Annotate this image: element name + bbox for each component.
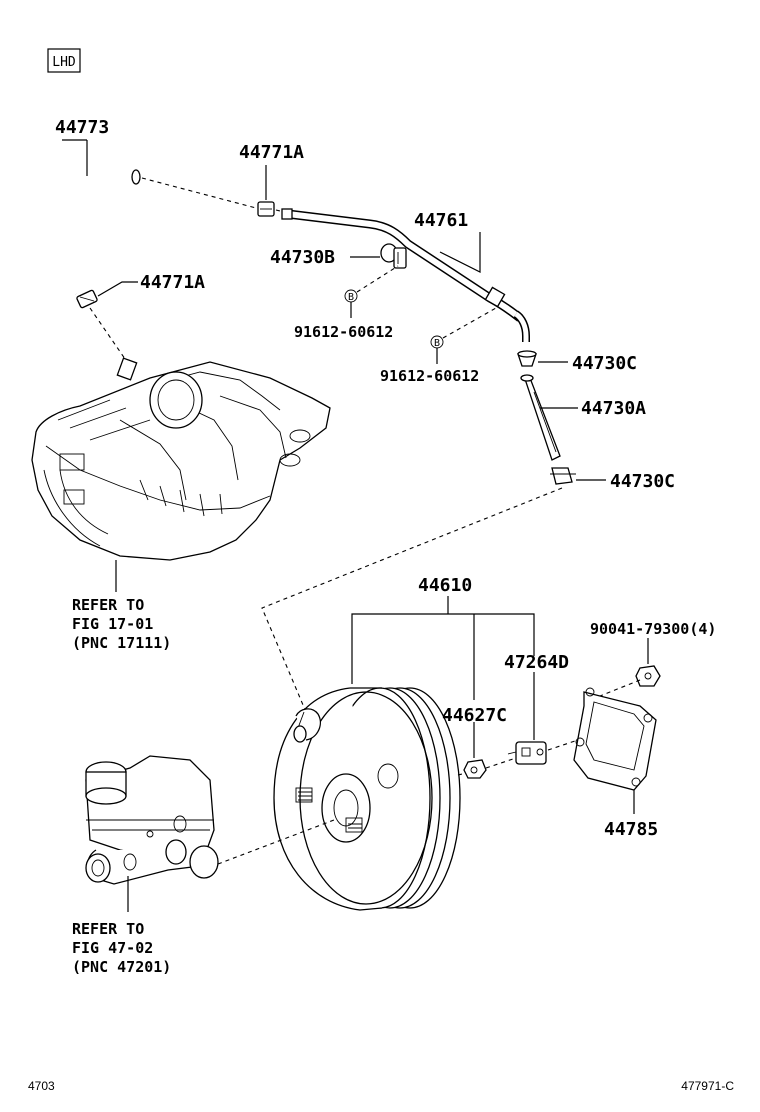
label-44771a-left: 44771A <box>140 272 205 293</box>
label-bolt-91612-2: 91612-60612 <box>380 367 479 385</box>
hose-44730a <box>520 374 561 461</box>
ref-note-master-cylinder: REFER TO FIG 47-02 (PNC 47201) <box>72 920 171 976</box>
footer-section-code: 4703 <box>28 1079 55 1093</box>
label-bolt-91612-1: 91612-60612 <box>294 323 393 341</box>
svg-text:FIG 17-01: FIG 17-01 <box>72 615 153 633</box>
clamp-44730c-bottom <box>550 467 576 485</box>
label-90041-79300: 90041-79300(4) <box>590 620 716 638</box>
nut-90041-79300 <box>635 665 661 687</box>
clip-44771a-left <box>76 289 98 309</box>
lhd-badge-text: LHD <box>52 55 76 70</box>
footer-illustration-id: 477971-C <box>681 1079 734 1093</box>
hose-44773 <box>33 168 141 297</box>
svg-text:REFER TO: REFER TO <box>72 596 144 614</box>
clamp-44730c-top <box>517 350 537 367</box>
label-47264d: 47264D <box>504 652 569 673</box>
label-44785: 44785 <box>604 819 658 840</box>
svg-text:B: B <box>434 338 440 349</box>
nut-44627c <box>463 759 487 779</box>
gasket-44785 <box>573 687 657 791</box>
clip-44771a-top <box>257 201 275 217</box>
label-44610: 44610 <box>418 575 472 596</box>
label-44761: 44761 <box>414 210 468 231</box>
svg-text:REFER TO: REFER TO <box>72 920 144 938</box>
label-44730c-top: 44730C <box>572 353 637 374</box>
label-44771a-top: 44771A <box>239 142 304 163</box>
pipe-44761 <box>281 208 530 342</box>
ref-note-manifold: REFER TO FIG 17-01 (PNC 17111) <box>72 596 171 652</box>
label-44773: 44773 <box>55 117 109 138</box>
clamp-44730b <box>380 243 407 269</box>
intake-manifold <box>31 357 331 561</box>
label-44627c: 44627C <box>442 705 507 726</box>
label-44730c-bottom: 44730C <box>610 471 675 492</box>
label-44730b: 44730B <box>270 247 335 268</box>
bolt-b-marker-1: B <box>344 289 358 303</box>
clevis-47264d <box>507 741 547 765</box>
brake-booster-44610 <box>273 687 461 911</box>
bolt-b-marker-2: B <box>430 335 444 349</box>
label-44730a: 44730A <box>581 398 646 419</box>
svg-text:(PNC 47201): (PNC 47201) <box>72 958 171 976</box>
svg-text:FIG 47-02: FIG 47-02 <box>72 939 153 957</box>
svg-text:B: B <box>348 292 354 303</box>
svg-text:(PNC 17111): (PNC 17111) <box>72 634 171 652</box>
lhd-badge: LHD <box>47 48 81 73</box>
master-cylinder <box>85 755 219 885</box>
